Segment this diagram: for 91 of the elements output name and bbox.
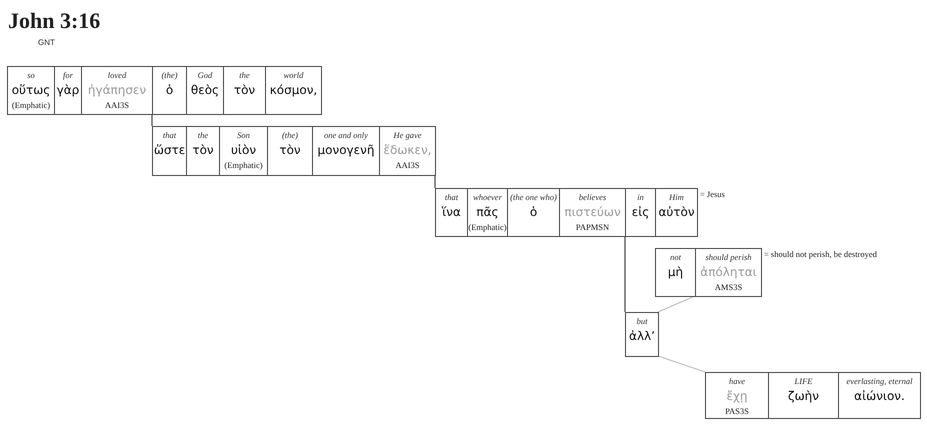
greek-word: εἰς [632,204,650,220]
word-box [223,66,266,115]
english-gloss: the [198,130,208,140]
word-box [705,372,769,419]
connector-line [658,356,706,372]
greek-word: γὰρ [56,82,80,98]
word-box [152,66,187,115]
greek-word: οὕτως [12,82,50,98]
grammar-note: PAS3S [725,406,749,416]
word-box [81,66,153,115]
grammar-note: AAI3S [104,100,130,110]
greek-word: πᾶς [476,204,499,220]
greek-word: ὥστε [154,142,186,158]
greek-word: ζωὴν [788,388,819,404]
greek-word: τὸν [234,82,256,98]
english-gloss: so [27,70,35,80]
word-box [655,188,698,237]
english-gloss: loved [108,70,126,80]
greek-word: ἀπόληται [700,264,757,280]
greek-word: μονογενῆ [318,142,374,158]
word-box [838,372,921,419]
word-box [265,66,322,115]
word-box [768,372,839,419]
word-box [267,126,313,176]
greek-word: ὁ [530,204,538,220]
greek-word: ἠγάπησεν [88,82,146,98]
word-box [625,188,656,237]
greek-word: ἀλλ’ [629,328,655,344]
word-box [54,66,82,115]
english-gloss: Him [669,192,684,202]
word-box [186,66,224,115]
word-box [7,66,55,115]
greek-word: τὸν [192,142,214,158]
english-gloss: (the) [282,130,298,140]
english-gloss: have [728,376,746,386]
english-gloss: everlasting, eternal [846,376,913,386]
greek-word: αὐτὸν [658,204,695,220]
word-box [379,126,436,176]
english-gloss: whoever [473,192,502,202]
word-box [625,312,659,357]
english-gloss: (the) [161,70,178,80]
english-gloss: the [239,70,250,80]
english-gloss: (the one who) [510,192,557,202]
greek-word: ἵνα [442,204,461,220]
english-gloss: that [444,192,458,202]
english-gloss: believes [578,192,606,202]
greek-word: αἰώνιον. [854,388,905,404]
word-box [655,248,696,297]
connector-line [658,296,696,312]
greek-word: ἔχῃ [726,388,748,404]
grammar-note: AMS3S [714,282,742,292]
greek-word: κόσμον, [270,82,318,98]
greek-word: μὴ [668,264,684,280]
word-box [186,126,220,176]
english-gloss: that [162,130,176,140]
greek-word: πιστεύων [564,204,621,220]
greek-word: θεὸς [190,82,220,98]
english-gloss: one and only [324,130,368,140]
grammar-note: PAPMSN [576,222,610,232]
word-box [312,126,380,176]
word-box [152,126,187,176]
word-box [559,188,626,237]
word-box [507,188,560,237]
grammar-note: AAI3S [395,160,420,170]
english-gloss: for [63,70,73,80]
english-gloss: but [636,316,648,326]
grammar-note: (Emphatic) [224,160,263,170]
english-gloss: Son [237,130,250,140]
greek-word: ἔδωκεν, [384,142,432,158]
word-box [695,248,762,297]
version-label: GNT [38,38,55,48]
gloss-note: = should not perish, be destroyed [764,249,877,259]
title: John 3:16 [8,8,100,34]
english-gloss: LIFE [794,376,812,386]
grammar-note: (Emphatic) [468,222,507,232]
connector-line [434,174,436,188]
connector-line [624,236,626,312]
english-gloss: God [198,70,212,80]
word-box [467,188,508,237]
english-gloss: not [670,252,681,262]
english-gloss: He gave [393,130,422,140]
english-gloss: in [637,192,644,202]
word-box [219,126,268,176]
greek-word: υἱὸν [230,142,256,158]
gloss-note: = Jesus [700,189,725,199]
word-box [435,188,468,237]
greek-word: τὸν [279,142,301,158]
english-gloss: world [284,70,304,80]
greek-word: ὁ [166,82,174,98]
english-gloss: should perish [705,252,752,262]
grammar-note: (Emphatic) [12,100,50,110]
